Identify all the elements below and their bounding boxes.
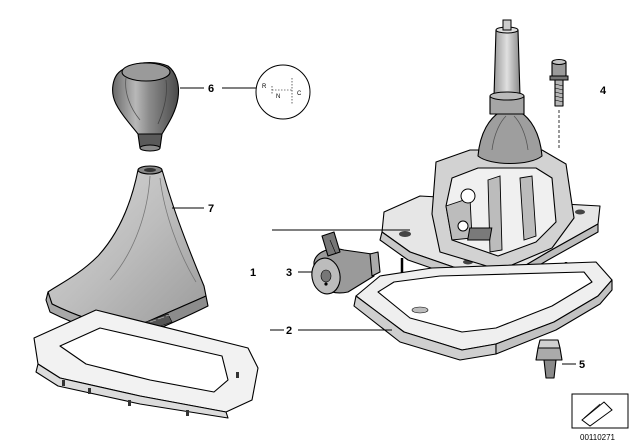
callout-3: 3 (286, 267, 292, 279)
callout-4: 4 (600, 85, 607, 97)
leader-lines (172, 87, 576, 365)
reference-box: 00110271 (571, 393, 629, 442)
callout-7: 7 (208, 203, 214, 215)
callout-5: 5 (579, 359, 585, 371)
base-gasket (353, 261, 613, 361)
boot-frame (33, 309, 259, 419)
diagram-code: 00110271 (580, 433, 616, 442)
shift-knob (112, 61, 180, 152)
shift-letter-n: N (276, 94, 280, 100)
position-sensor (311, 231, 381, 295)
nut (535, 339, 563, 379)
shift-letter-c: C (297, 91, 302, 97)
shift-pattern-emblem: R N C (255, 64, 311, 120)
callout-6: 6 (208, 83, 214, 95)
callout-1: 1 (250, 267, 256, 279)
shift-letter-r: R (262, 84, 267, 90)
gear-boot (45, 165, 209, 341)
bolt (549, 59, 569, 150)
view-direction-arrow-icon (581, 401, 613, 427)
callout-2: 2 (286, 325, 292, 337)
